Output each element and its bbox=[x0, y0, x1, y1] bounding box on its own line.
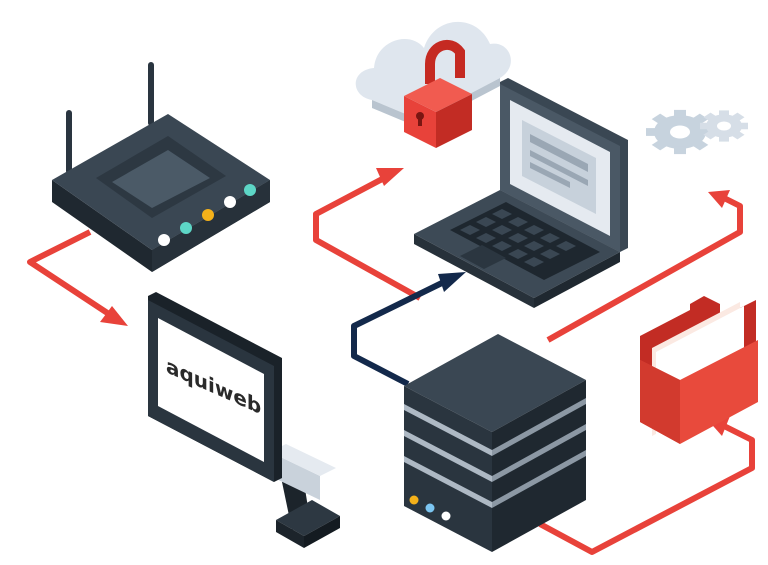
server-icon bbox=[404, 334, 586, 552]
arrowhead-server-to-laptop bbox=[438, 272, 466, 292]
wifi-router-icon bbox=[52, 62, 270, 272]
arrowhead-to-cloud bbox=[376, 168, 404, 186]
arrow-server-to-laptop bbox=[351, 277, 450, 387]
arrowhead-router-to-monitor bbox=[100, 306, 128, 326]
arrow-to-cloud bbox=[313, 173, 422, 301]
cloud-lock-icon bbox=[355, 21, 511, 148]
laptop-keys bbox=[460, 209, 576, 267]
arrow-server-to-gears bbox=[546, 195, 743, 343]
arrow-server-to-folder bbox=[538, 423, 755, 555]
folder-icon bbox=[640, 296, 758, 444]
gears-icon bbox=[646, 109, 748, 155]
arrowhead-to-gears bbox=[708, 190, 730, 208]
arrow-router-to-monitor bbox=[27, 229, 117, 321]
monitor-icon: aquiweb bbox=[148, 292, 340, 548]
laptop-icon bbox=[414, 78, 628, 308]
